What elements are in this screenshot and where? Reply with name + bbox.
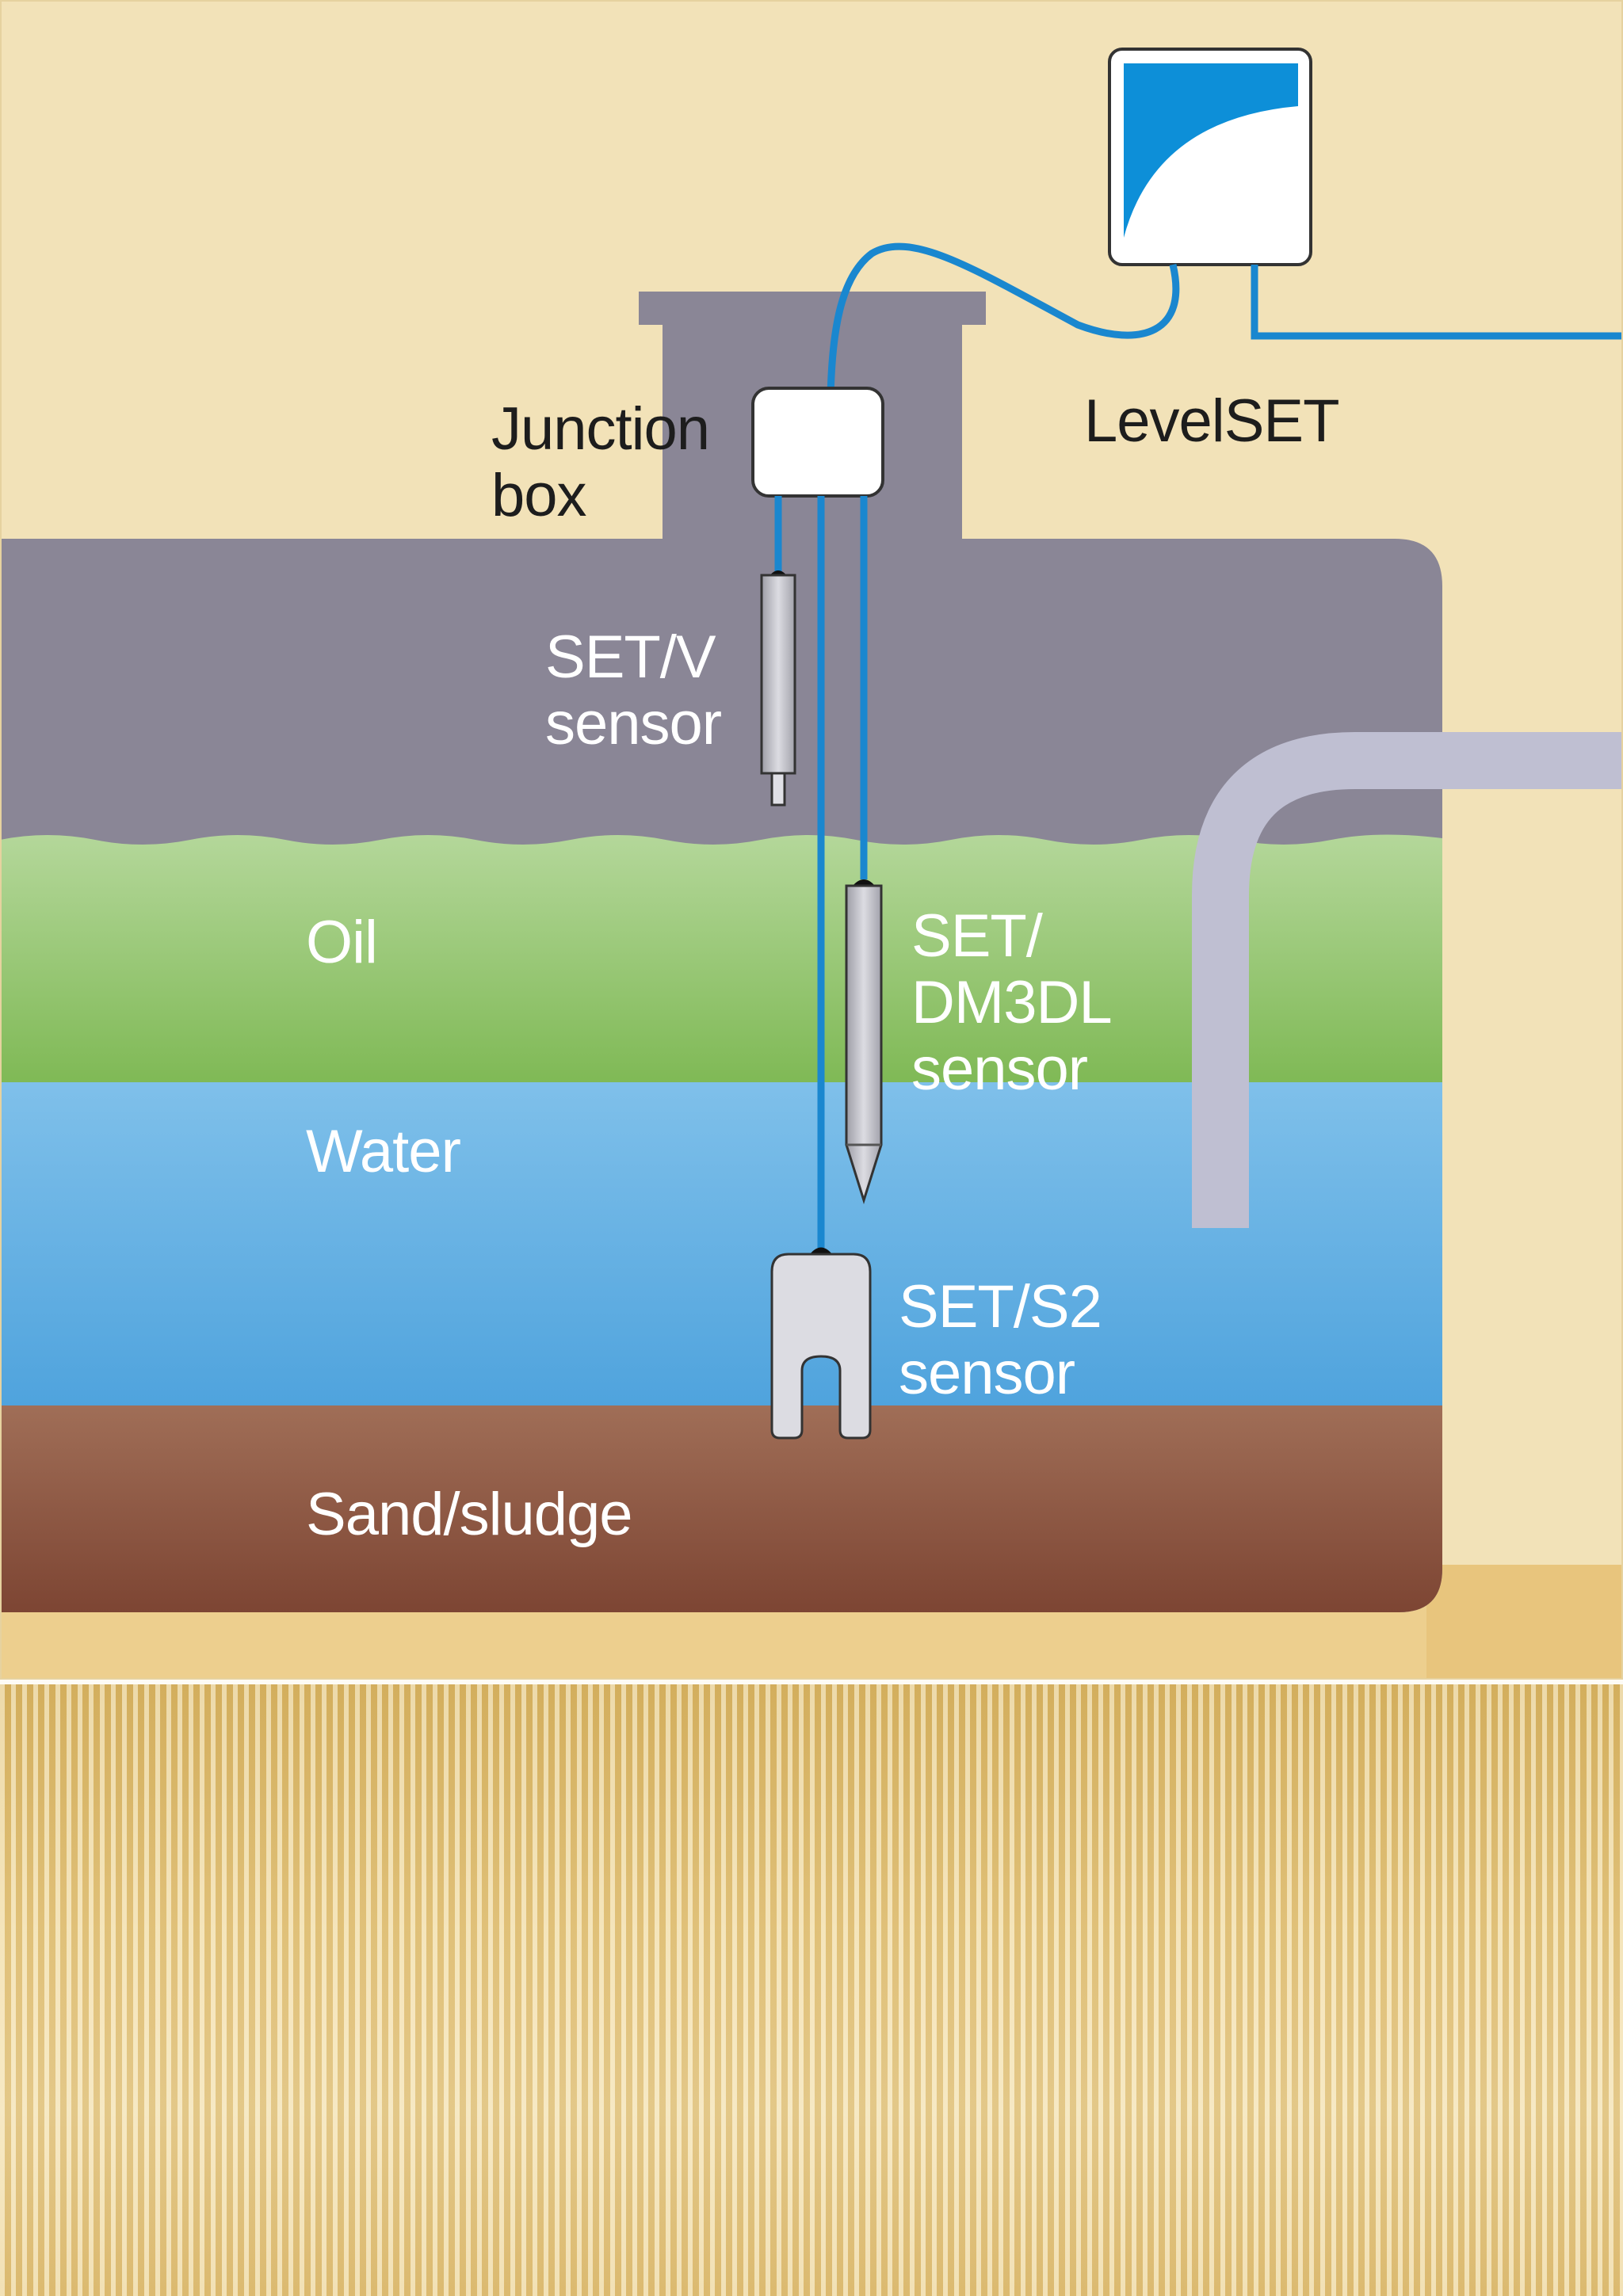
set-v-label: SET/V sensor [545, 624, 722, 757]
controller-cable [827, 242, 1180, 397]
set-dm3dl-label: SET/ DM3DL sensor [911, 902, 1113, 1103]
set-dm3dl-sensor [845, 879, 883, 1205]
tank-diagram-svg [0, 0, 1623, 1680]
sludge-layer [0, 1405, 1442, 1612]
decorative-background [0, 1684, 1623, 2296]
sand-sludge-label: Sand/sludge [306, 1481, 633, 1548]
set-s2-label-line1: SET/S2 [899, 1273, 1102, 1341]
controller-output-cable [1251, 265, 1623, 340]
tank-body [0, 539, 1442, 1612]
tank-diagram: Junction box LevelSET SET/V sensor Oil S… [0, 0, 1623, 1680]
set-s2-label-line2: sensor [899, 1340, 1075, 1407]
set-v-label-line1: SET/V [545, 624, 716, 691]
junction-box-label-line2: box [491, 462, 587, 529]
junction-box-label: Junction box [491, 395, 710, 529]
oil-layer [0, 834, 1442, 1084]
set-dm3dl-label-line3: sensor [911, 1035, 1088, 1103]
set-v-label-line2: sensor [545, 690, 722, 757]
levelset-controller [1108, 48, 1312, 266]
water-label: Water [306, 1118, 461, 1185]
set-dm3dl-label-line1: SET/ [911, 902, 1043, 970]
section-divider [0, 1680, 1623, 1684]
inlet-pipe [1192, 732, 1623, 1228]
junction-box-label-line1: Junction [491, 395, 710, 463]
junction-box [751, 387, 884, 498]
ground-strip-right [1426, 1565, 1623, 1680]
oil-label: Oil [306, 909, 378, 976]
set-s2-sensor [770, 1247, 872, 1440]
set-dm3dl-label-line2: DM3DL [911, 969, 1113, 1036]
set-s2-label: SET/S2 sensor [899, 1274, 1102, 1407]
levelset-label: LevelSET [1084, 387, 1339, 455]
sensor-cables [774, 496, 868, 1248]
diagram-frame [0, 0, 1623, 1680]
set-v-sensor [760, 570, 796, 807]
